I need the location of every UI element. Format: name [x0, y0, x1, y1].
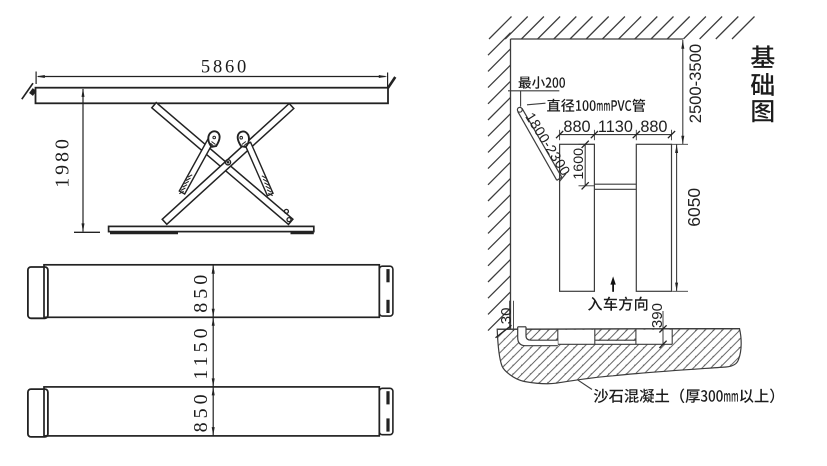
svg-text:1130: 1130: [598, 118, 633, 136]
svg-text:850: 850: [190, 271, 212, 313]
svg-text:1980: 1980: [51, 136, 73, 188]
svg-text:5860: 5860: [201, 58, 249, 78]
svg-text:2500-3500: 2500-3500: [686, 44, 705, 123]
svg-text:1150: 1150: [190, 324, 212, 379]
svg-text:850: 850: [190, 390, 212, 432]
svg-text:880: 880: [563, 118, 590, 136]
svg-text:390: 390: [649, 303, 666, 328]
svg-text:6050: 6050: [684, 188, 704, 227]
svg-text:30: 30: [498, 308, 515, 325]
svg-text:880: 880: [640, 118, 667, 136]
svg-text:1600: 1600: [571, 148, 587, 180]
